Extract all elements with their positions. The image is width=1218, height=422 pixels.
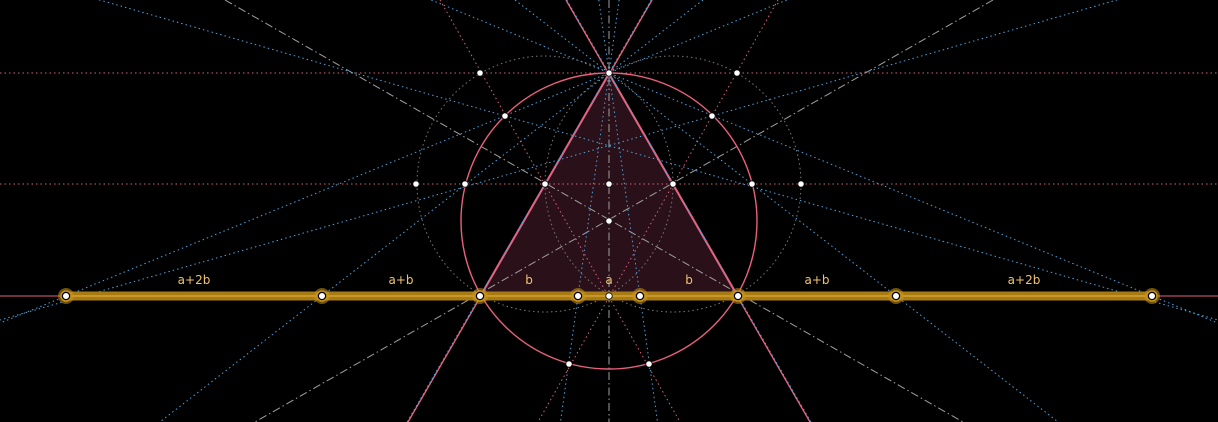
construction-point-12[interactable]: [605, 217, 613, 225]
construction-point-7[interactable]: [541, 180, 549, 188]
construction-point-6[interactable]: [461, 180, 469, 188]
segment-right-ab-label: a+b: [804, 273, 829, 287]
segment-left-ab-label: a+b: [388, 273, 413, 287]
blue-side-ray-0: [97, 0, 1218, 321]
segment-center-a-label: a: [605, 273, 612, 287]
right-dashdot-diagonal: [254, 0, 994, 422]
construction-point-15[interactable]: [645, 360, 653, 368]
base-point-4[interactable]: [637, 293, 643, 299]
construction-point-8[interactable]: [605, 180, 613, 188]
construction-point-11[interactable]: [797, 180, 805, 188]
construction-point-4[interactable]: [708, 112, 716, 120]
construction-point-2[interactable]: [733, 69, 741, 77]
point-group: [58, 69, 1160, 368]
segment-left-b-label: b: [525, 273, 533, 287]
segment-left-a2b-label: a+2b: [178, 273, 211, 287]
blue-ray-7: [431, 0, 1218, 324]
base-point-1[interactable]: [319, 293, 325, 299]
construction-point-0[interactable]: [605, 69, 613, 77]
base-point-0[interactable]: [63, 293, 69, 299]
construction-point-3[interactable]: [501, 112, 509, 120]
left-dashdot-diagonal: [224, 0, 964, 422]
construction-point-5[interactable]: [412, 180, 420, 188]
blue-side-ray-1: [0, 0, 1119, 321]
base-point-6[interactable]: [893, 293, 899, 299]
construction-point-13[interactable]: [605, 292, 613, 300]
construction-point-9[interactable]: [669, 180, 677, 188]
base-point-3[interactable]: [575, 293, 581, 299]
segment-right-b-label: b: [685, 273, 693, 287]
base-point-5[interactable]: [735, 293, 741, 299]
base-point-7[interactable]: [1149, 293, 1155, 299]
segment-right-a2b-label: a+2b: [1008, 273, 1041, 287]
base-point-2[interactable]: [477, 293, 483, 299]
construction-point-14[interactable]: [565, 360, 573, 368]
construction-point-1[interactable]: [476, 69, 484, 77]
construction-point-10[interactable]: [748, 180, 756, 188]
blue-ray-0: [0, 0, 787, 324]
